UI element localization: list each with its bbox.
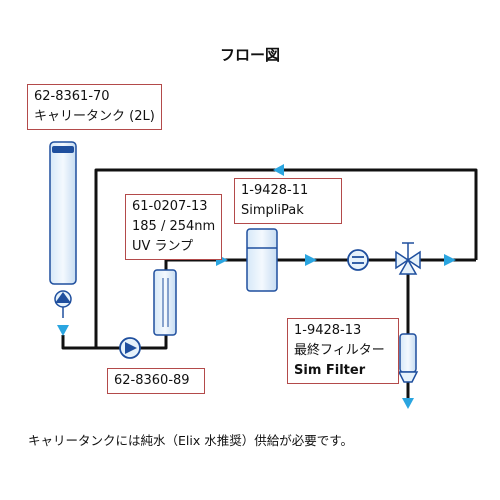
- carry-tank: [49, 141, 77, 285]
- label-final-filter: 1-9428-13 最終フィルター Sim Filter: [287, 318, 399, 384]
- label-carry-tank: 62-8361-70 キャリータンク (2L): [27, 84, 162, 130]
- diagram-title: フロー図: [219, 46, 280, 64]
- filter-name-en: Sim Filter: [294, 363, 366, 378]
- final-filter: [397, 333, 419, 383]
- uv-lamp-name: UV ランプ: [132, 239, 194, 254]
- flow-arrow-down-tank: [57, 325, 69, 336]
- flow-arrow-right-2: [305, 254, 317, 266]
- label-uv-lamp: 61-0207-13 185 / 254nm UV ランプ: [125, 194, 223, 260]
- label-simplipak: 1-9428-11 SimpliPak: [234, 178, 342, 224]
- simplipak-cartridge: [246, 228, 278, 292]
- carry-tank-name: キャリータンク (2L): [34, 109, 155, 124]
- three-way-valve-icon: [395, 242, 421, 275]
- pump-icon: [119, 337, 141, 359]
- uv-lamp-wavelength: 185 / 254nm: [132, 219, 216, 234]
- flow-arrow-right-3: [444, 254, 456, 266]
- carry-tank-part-number: 62-8361-70: [34, 89, 110, 104]
- label-pump: 62-8360-89: [107, 368, 205, 394]
- check-valve-icon: [54, 290, 72, 318]
- uv-lamp-part-number: 61-0207-13: [132, 199, 208, 214]
- pipe-recirculation: [94, 168, 478, 348]
- pump-part-number: 62-8360-89: [114, 373, 190, 388]
- footnote: キャリータンクには純水（Elix 水推奨）供給が必要です。: [28, 433, 353, 448]
- flow-meter-icon: [347, 249, 369, 271]
- flow-arrow-down-outlet: [402, 398, 414, 409]
- flow-arrow-left-return: [273, 164, 284, 176]
- pipe-tank-to-pump: [61, 335, 120, 350]
- simplipak-part-number: 1-9428-11: [241, 183, 309, 198]
- filter-name-jp: 最終フィルター: [294, 343, 385, 358]
- filter-part-number: 1-9428-13: [294, 323, 362, 338]
- uv-lamp: [153, 269, 177, 336]
- simplipak-name: SimpliPak: [241, 203, 304, 218]
